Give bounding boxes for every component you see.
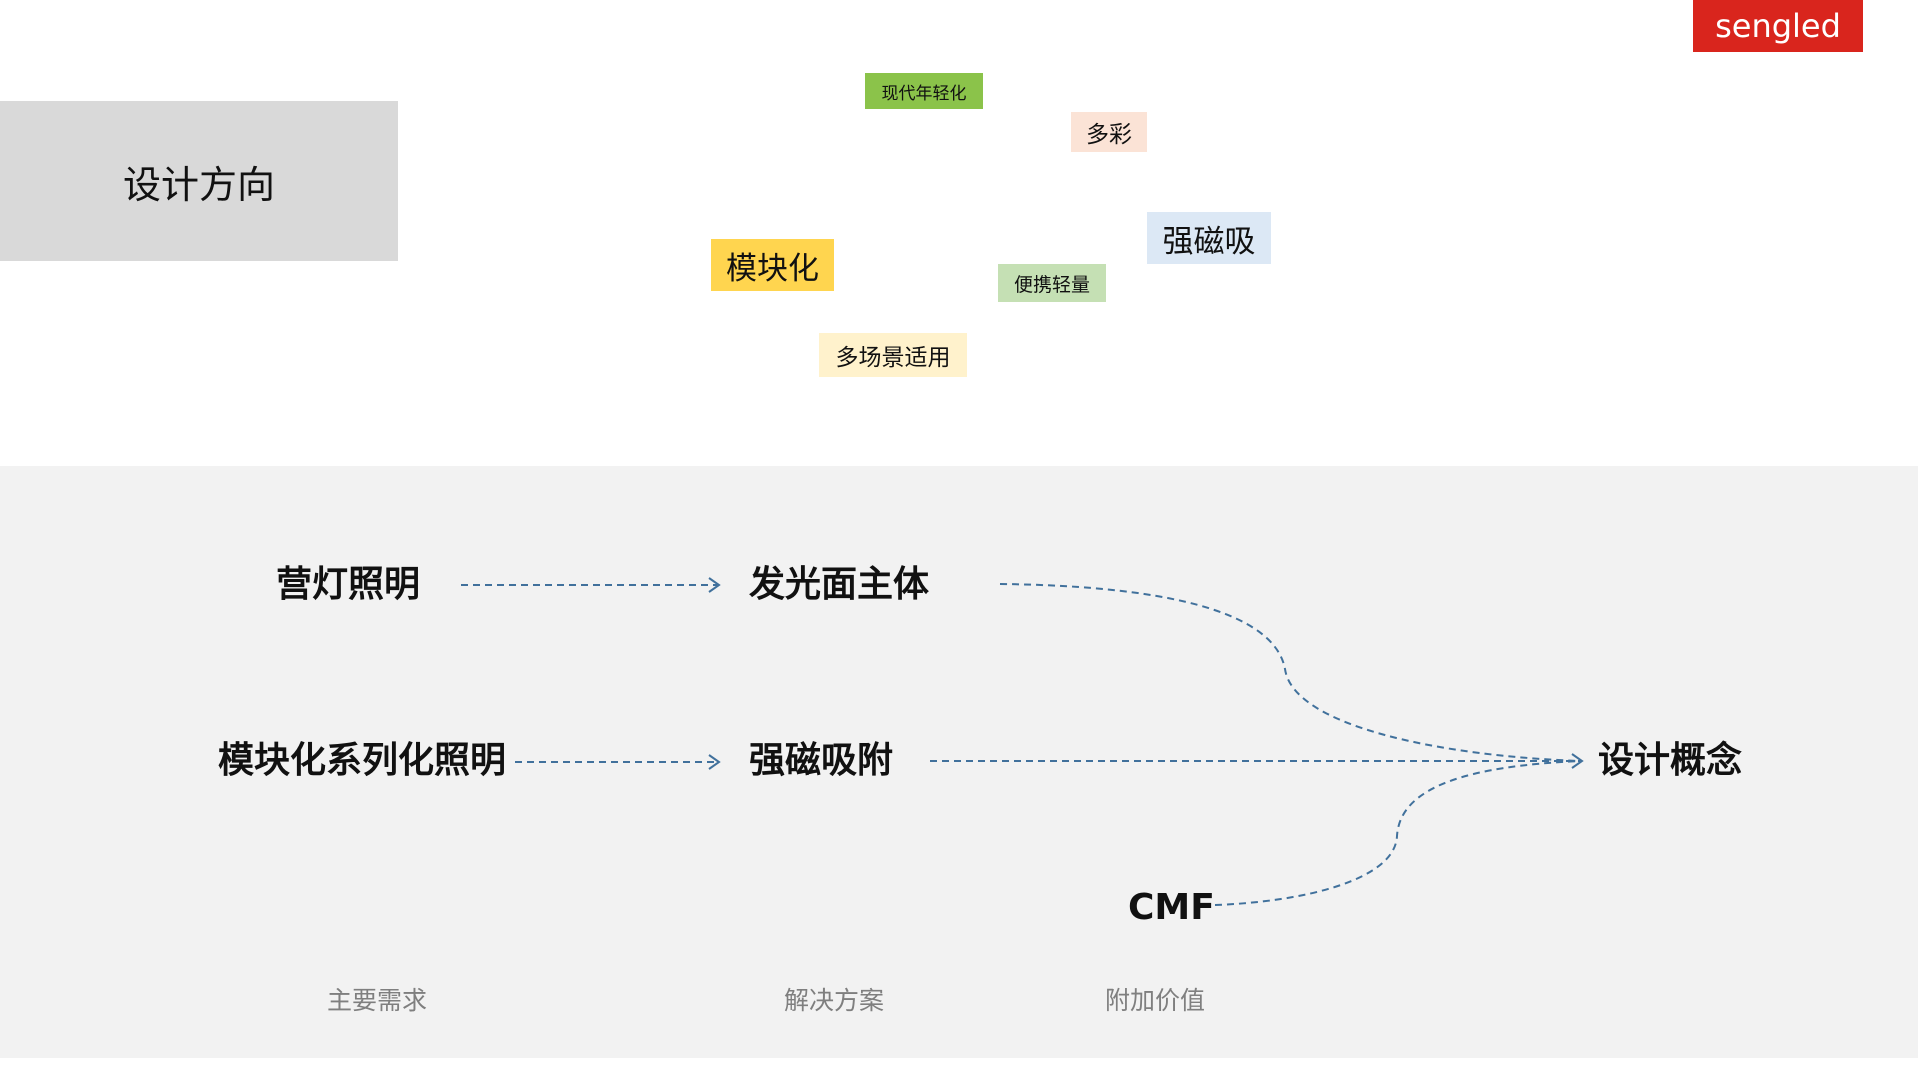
column-label-main-needs: 主要需求 xyxy=(327,986,428,1015)
keyword-tag-modern-youthful: 现代年轻化 xyxy=(865,73,983,109)
keyword-tag-colorful: 多彩 xyxy=(1071,112,1147,152)
arrowhead-emitting xyxy=(708,577,721,593)
column-label-added-value: 附加价值 xyxy=(1105,986,1206,1015)
node-modular-series-lighting: 模块化系列化照明 xyxy=(218,740,507,781)
arrowhead-magnet xyxy=(708,754,721,770)
connector-emitting-to-concept xyxy=(999,583,1581,762)
keyword-tag-multi-scenario: 多场景适用 xyxy=(819,333,967,377)
section-title: 设计方向 xyxy=(122,162,275,207)
section-title-box: 设计方向 xyxy=(0,101,398,261)
node-camp-lighting: 营灯照明 xyxy=(276,564,421,605)
connector-cmf-to-concept xyxy=(1214,760,1581,906)
keyword-tag-strong-magnet: 强磁吸 xyxy=(1147,212,1271,264)
node-strong-magnet: 强磁吸附 xyxy=(749,740,894,781)
node-design-concept: 设计概念 xyxy=(1598,740,1743,781)
column-label-solutions: 解决方案 xyxy=(784,986,885,1015)
node-emitting-body: 发光面主体 xyxy=(749,564,930,605)
flow-connectors xyxy=(461,577,1584,906)
arrowhead-concept xyxy=(1571,753,1584,769)
keyword-tag-portable-light: 便携轻量 xyxy=(998,264,1106,302)
logo-text: sengled xyxy=(1715,7,1841,45)
sengled-logo: sengled xyxy=(1693,0,1863,52)
flow-diagram-panel: 营灯照明 模块化系列化照明 发光面主体 强磁吸附 CMF 设计概念 主要需求 解… xyxy=(0,466,1918,1058)
node-cmf: CMF xyxy=(1128,887,1215,928)
keyword-tag-modular: 模块化 xyxy=(711,239,834,291)
